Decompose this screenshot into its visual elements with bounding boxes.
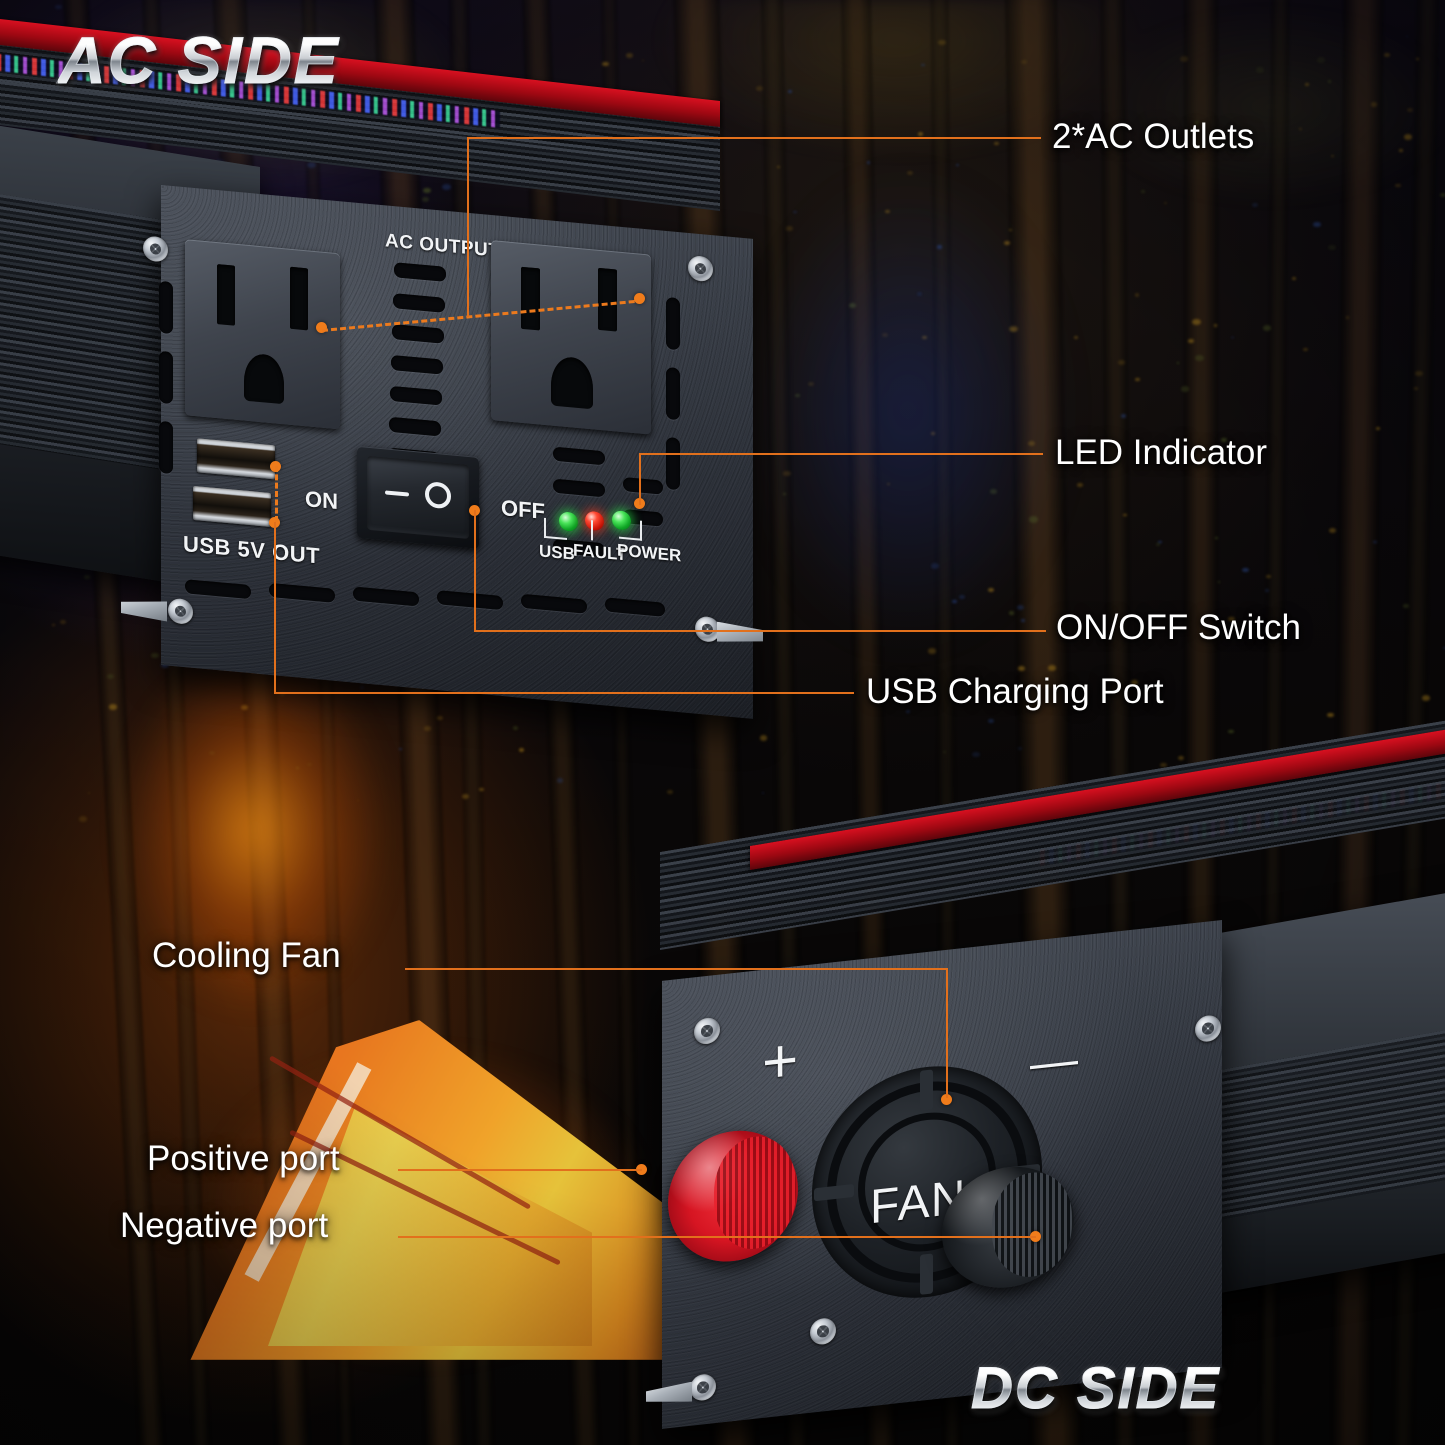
switch-off-label: OFF bbox=[501, 495, 545, 525]
led-fault-indicator bbox=[585, 511, 604, 532]
usb-port-upper[interactable] bbox=[197, 438, 275, 479]
callout-label-positive-port: Positive port bbox=[147, 1139, 340, 1179]
vent-slot bbox=[269, 583, 335, 603]
callout-label-on-off-switch: ON/OFF Switch bbox=[1056, 608, 1301, 648]
inverter-ac-unit: AC OUTPUT bbox=[0, 105, 770, 665]
led-bracket bbox=[591, 520, 593, 540]
callout-label-usb-charging-port: USB Charging Port bbox=[866, 672, 1164, 712]
callout-leader-negative bbox=[398, 1236, 1036, 1238]
dc-side-title: DC SIDE bbox=[971, 1355, 1220, 1422]
ac-side-title: AC SIDE bbox=[58, 22, 340, 98]
callout-label-cooling-fan: Cooling Fan bbox=[152, 936, 341, 976]
vent-slot bbox=[390, 386, 442, 406]
callout-leader-led bbox=[639, 453, 1043, 455]
led-bracket bbox=[619, 519, 642, 541]
ac-outlet-left[interactable] bbox=[185, 239, 340, 429]
usb-5v-out-label: USB 5V OUT bbox=[183, 531, 320, 569]
ac-output-label: AC OUTPUT bbox=[385, 230, 500, 262]
negative-symbol: — bbox=[1030, 1036, 1078, 1089]
vent-slot bbox=[394, 262, 446, 282]
on-off-switch[interactable] bbox=[367, 456, 469, 539]
callout-dash-usb bbox=[275, 466, 278, 522]
fan-spoke bbox=[920, 1069, 933, 1110]
callout-leader-switch bbox=[474, 630, 1046, 632]
screw-icon bbox=[1195, 1014, 1221, 1043]
outlet-ground-pin bbox=[551, 355, 593, 409]
vent-slot bbox=[553, 447, 605, 466]
vent-slot bbox=[666, 367, 680, 420]
vent-slot bbox=[389, 417, 441, 437]
screw-icon bbox=[810, 1317, 836, 1346]
led-usb-label: USB bbox=[539, 541, 575, 564]
mounting-tab bbox=[717, 622, 763, 646]
ac-outlet-right[interactable] bbox=[491, 240, 651, 435]
vent-slot bbox=[623, 477, 663, 495]
callout-riser-fan bbox=[946, 968, 948, 1098]
vent-slot bbox=[393, 293, 445, 313]
vent-slot bbox=[521, 594, 587, 614]
callout-leader-outlets bbox=[467, 137, 1041, 139]
screw-icon bbox=[690, 1373, 716, 1402]
callout-dot-outlet-right bbox=[634, 293, 645, 304]
callout-label-ac-outlets: 2*AC Outlets bbox=[1052, 117, 1254, 157]
outlet-slot bbox=[521, 267, 540, 331]
vent-slot bbox=[391, 355, 443, 375]
screw-icon bbox=[688, 255, 713, 282]
outlet-ground-pin bbox=[244, 353, 284, 405]
vent-slot bbox=[392, 324, 444, 344]
outlet-slot bbox=[290, 267, 308, 331]
positive-symbol: + bbox=[762, 1029, 798, 1095]
inverter-dc-unit: + — FAN bbox=[620, 780, 1445, 1400]
callout-riser-led bbox=[639, 453, 641, 505]
callout-riser-usb bbox=[274, 522, 276, 694]
callout-label-negative-port: Negative port bbox=[120, 1206, 328, 1246]
callout-riser-outlets bbox=[467, 137, 469, 317]
outlet-slot bbox=[217, 264, 235, 326]
mounting-tab bbox=[121, 597, 167, 621]
vent-slot bbox=[159, 281, 173, 334]
dc-face-plate: + — FAN bbox=[662, 920, 1222, 1429]
vent-slot bbox=[159, 421, 173, 474]
vent-slot bbox=[353, 586, 419, 606]
callout-label-led-indicator: LED Indicator bbox=[1055, 433, 1267, 473]
vent-slot bbox=[437, 590, 503, 610]
vent-slot bbox=[666, 297, 680, 350]
fan-spoke bbox=[920, 1253, 933, 1294]
outlet-slot bbox=[598, 268, 617, 332]
ac-face-plate: AC OUTPUT bbox=[161, 185, 753, 719]
vent-slot bbox=[159, 351, 173, 404]
screw-icon bbox=[694, 1017, 720, 1046]
screw-icon bbox=[168, 598, 193, 625]
vent-slot bbox=[185, 579, 251, 599]
callout-leader-fan bbox=[405, 968, 948, 970]
callout-riser-switch bbox=[474, 510, 476, 632]
led-bracket bbox=[544, 518, 567, 540]
vent-slot bbox=[605, 597, 665, 616]
vent-slot bbox=[666, 437, 680, 490]
callout-leader-positive bbox=[398, 1169, 642, 1171]
switch-on-label: ON bbox=[305, 486, 338, 515]
callout-leader-usb bbox=[274, 692, 854, 694]
usb-port-lower[interactable] bbox=[193, 486, 271, 527]
vent-slot bbox=[553, 479, 605, 498]
